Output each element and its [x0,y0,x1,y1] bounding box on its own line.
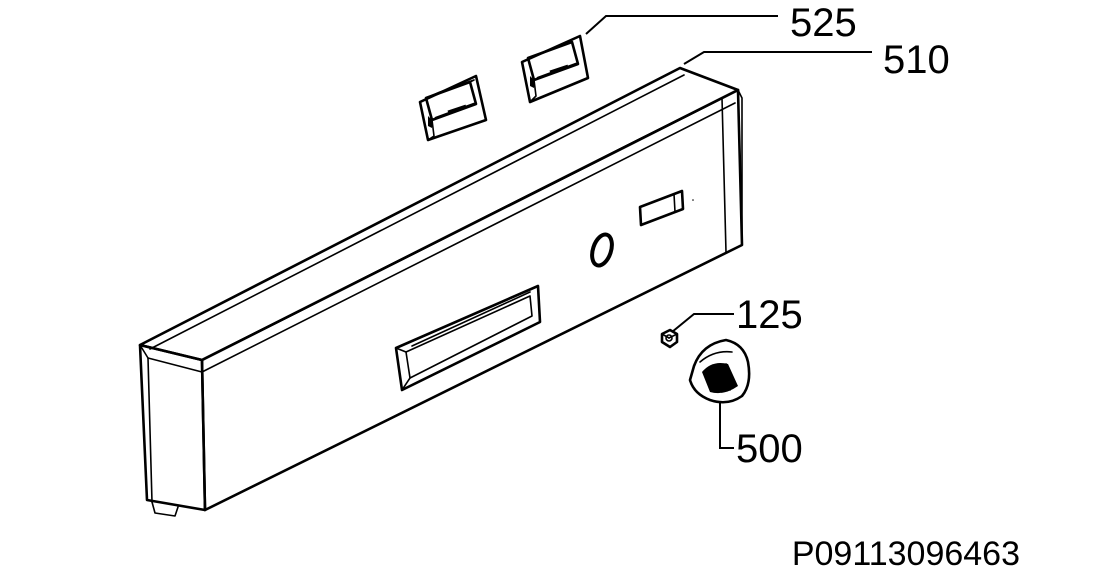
nut [660,328,679,349]
push-button-left [418,74,488,142]
panel-top-face [138,66,740,362]
callout-500: 500 [736,427,803,471]
control-knob [688,338,751,404]
display-window [638,189,694,227]
leader-510 [683,51,872,65]
panel-front-face [200,88,744,512]
leader-lines [585,15,872,449]
callout-525: 525 [790,1,857,45]
knob-hole [590,232,614,268]
callout-510: 510 [883,38,950,82]
panel-left-end [138,343,207,512]
leader-525 [585,15,778,35]
leader-500 [719,402,734,449]
leader-125 [671,313,734,333]
detergent-slot [394,284,542,392]
push-button-right [520,34,590,104]
callout-125: 125 [736,293,803,337]
drawing-code: P09113096463 [792,535,1020,573]
control-panel [138,66,744,517]
